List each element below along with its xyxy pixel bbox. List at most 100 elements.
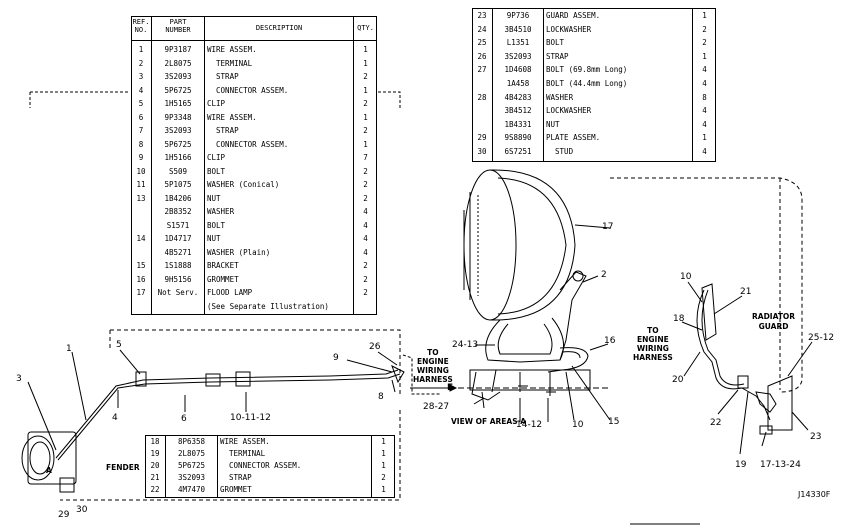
callout-10-right: 10 (680, 272, 692, 282)
cell-qty: 4 (363, 247, 368, 257)
cell-part: 3S2093 (504, 51, 532, 61)
cell-desc: BOLT (207, 220, 226, 230)
callout-28-27: 28-27 (423, 402, 450, 412)
callout-14-12: 14-12 (516, 420, 543, 430)
cell-desc: WIRE ASSEM. (207, 112, 257, 122)
callout-25-12: 25-12 (808, 333, 835, 343)
cell-ref: 9 (138, 153, 144, 162)
callout-2: 2 (601, 270, 607, 280)
cell-ref: 14 (136, 234, 146, 243)
callout-f-marker: F (447, 383, 454, 393)
cell-part: L1351 (506, 38, 530, 48)
table-row: (See Separate Illustration) (131, 302, 377, 312)
cell-qty: 4 (702, 65, 707, 75)
cell-desc: WASHER (546, 92, 574, 102)
cell-desc: STRAP (546, 51, 569, 61)
cell-desc: CONNECTOR ASSEM. (207, 139, 289, 149)
cell-part: 1B4206 (164, 193, 192, 203)
callout-20: 20 (672, 375, 684, 385)
label-to-engine-wiring-harness-1: TO ENGINE WIRING HARNESS (413, 348, 453, 384)
cell-part: Not Serv. (157, 288, 199, 297)
cell-ref: 28 (477, 92, 487, 102)
label-fender: FENDER (106, 463, 140, 472)
cell-part: 1H5165 (164, 99, 192, 108)
cell-desc: BOLT (207, 166, 226, 176)
cell-ref: 21 (150, 473, 160, 482)
cell-ref: 22 (150, 485, 160, 494)
cell-desc: (See Separate Illustration) (207, 301, 329, 311)
cell-part: 1H5166 (164, 153, 192, 162)
cell-qty: 1 (702, 133, 707, 143)
cell-qty: 1 (363, 85, 368, 95)
cell-desc: BOLT (69.8mm Long) (546, 65, 628, 75)
cell-ref: 27 (477, 65, 487, 75)
cell-qty: 4 (702, 147, 707, 156)
cell-ref: 18 (150, 437, 160, 446)
callout-23: 23 (810, 432, 822, 442)
cell-ref: 23 (477, 11, 487, 20)
cell-part: 5P1075 (164, 180, 192, 189)
cell-desc: STRAP (207, 126, 239, 135)
cell-part: 9S8890 (504, 133, 532, 143)
cell-desc: WIRE ASSEM. (220, 437, 270, 446)
cell-qty: 1 (381, 449, 386, 458)
cell-part: 3B4510 (504, 24, 532, 34)
cell-part: 4B4283 (504, 92, 532, 102)
cell-qty: 2 (702, 24, 707, 34)
cell-ref: 13 (136, 193, 146, 203)
cell-qty: 4 (363, 234, 368, 243)
callout-4: 4 (112, 413, 118, 423)
parts-table-top-right-grid (472, 8, 716, 162)
callout-15: 15 (608, 417, 620, 427)
callout-9: 9 (333, 353, 339, 363)
cell-part: S509 (168, 166, 188, 176)
cell-part: 1B4331 (504, 119, 532, 129)
cell-part: 4M7470 (177, 485, 206, 494)
cell-part: 5P6725 (177, 461, 206, 470)
cell-part: 2B8352 (164, 207, 192, 216)
cell-part: 6S7251 (504, 147, 532, 156)
callout-1: 1 (66, 344, 72, 354)
cell-desc: STRAP (207, 72, 239, 81)
cell-qty: 1 (702, 51, 707, 61)
cell-ref: 11 (136, 180, 146, 189)
cell-qty: 2 (363, 166, 368, 176)
cell-ref: 8 (138, 139, 144, 149)
cell-qty: 4 (363, 207, 368, 216)
cell-part: 2L8075 (164, 58, 192, 68)
cell-qty: 2 (702, 38, 707, 48)
cell-ref: 7 (138, 126, 144, 135)
cell-desc: WASHER (Plain) (207, 247, 271, 257)
cell-ref: 1 (138, 45, 144, 54)
cell-ref: 10 (136, 166, 146, 176)
cell-part: 9P736 (506, 11, 530, 20)
callout-24-13: 24-13 (452, 340, 479, 350)
callout-10-center: 10 (572, 420, 584, 430)
cell-qty: 4 (363, 220, 368, 230)
cell-ref: 16 (136, 274, 146, 284)
cell-desc: GUARD ASSEM. (546, 11, 601, 20)
cell-ref: 4 (138, 85, 144, 95)
callout-6: 6 (181, 414, 187, 424)
cell-ref: 6 (138, 112, 144, 122)
